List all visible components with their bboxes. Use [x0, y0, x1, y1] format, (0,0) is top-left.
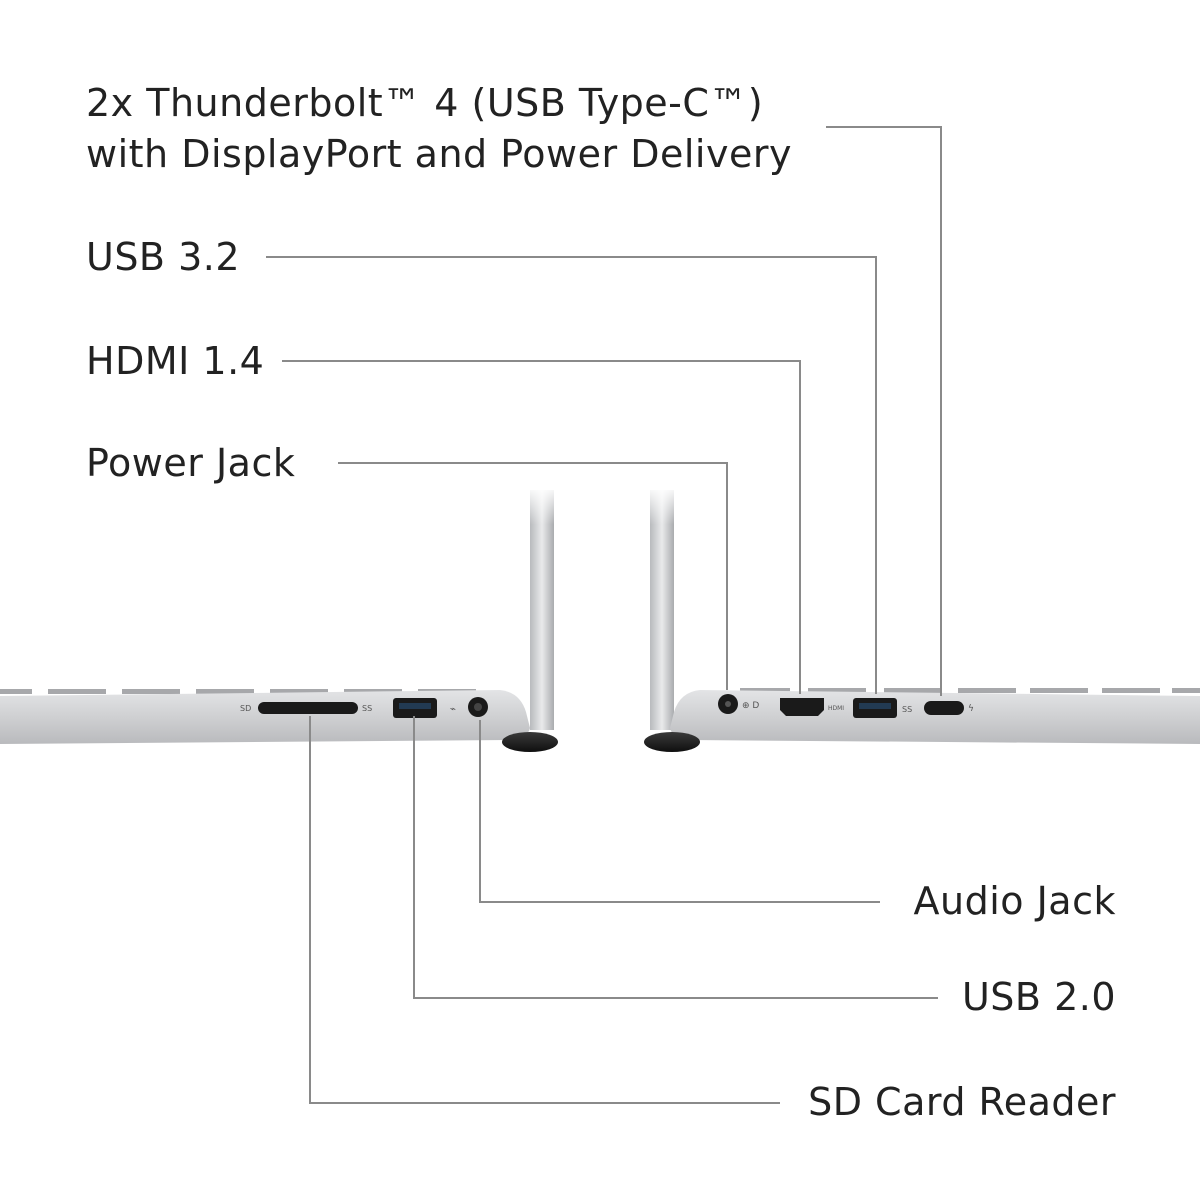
sd-card-slot [258, 702, 358, 714]
left-base [0, 690, 530, 744]
svg-text:⌁: ⌁ [450, 704, 456, 715]
right-hinge [644, 732, 700, 752]
label-usb20: USB 2.0 [961, 975, 1116, 1019]
label-thunderbolt-line1: 2x Thunderbolt™ 4 (USB Type-C™) [86, 81, 764, 125]
leader-audio-jack [479, 720, 880, 903]
label-usb32: USB 3.2 [86, 235, 241, 279]
leader-thunderbolt [826, 126, 942, 696]
leader-sd-card [309, 716, 780, 1104]
label-hdmi: HDMI 1.4 [86, 339, 265, 383]
right-keyboard-edge [740, 688, 1200, 693]
label-power-jack: Power Jack [86, 441, 296, 485]
leader-hdmi [282, 360, 801, 694]
left-laptop: SD SS ⌁ [0, 486, 558, 752]
svg-text:SD: SD [240, 704, 251, 713]
right-base [670, 690, 1200, 744]
left-hinge [502, 732, 558, 752]
leader-power-jack [338, 462, 728, 690]
svg-text:⊕ D: ⊕ D [742, 701, 759, 711]
label-audio-jack: Audio Jack [913, 879, 1116, 923]
label-thunderbolt-line2: with DisplayPort and Power Delivery [86, 132, 792, 177]
svg-text:SS: SS [362, 704, 372, 713]
leader-usb32 [266, 256, 877, 694]
leader-usb20 [413, 716, 938, 999]
svg-text:ϟ: ϟ [968, 704, 974, 714]
label-sd-card: SD Card Reader [808, 1080, 1116, 1124]
hdmi-port [780, 698, 824, 716]
svg-text:SS: SS [902, 705, 912, 714]
thunderbolt-port [924, 701, 964, 715]
svg-text:HDMI: HDMI [828, 705, 844, 712]
label-thunderbolt: 2x Thunderbolt™ 4 (USB Type-C™) with Dis… [86, 78, 792, 181]
right-laptop: ⊕ D HDMI SS ϟ [644, 486, 1200, 752]
